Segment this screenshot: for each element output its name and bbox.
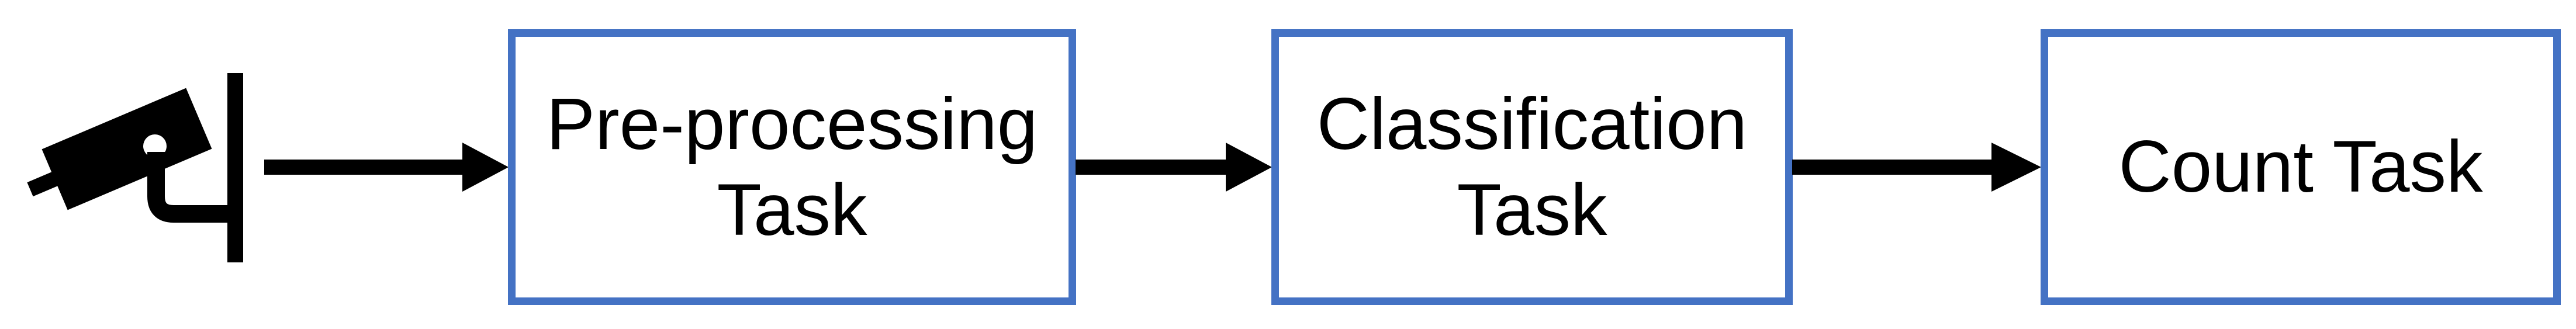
node-classification-task: Classification Task xyxy=(1271,29,1793,305)
node-label: Classification Task xyxy=(1316,83,1748,251)
arrow-shaft xyxy=(264,160,464,175)
arrow-preprocessing-to-classification xyxy=(1076,143,1272,192)
cctv-camera-icon xyxy=(27,73,243,262)
node-label: Count Task xyxy=(2118,126,2483,208)
camera-bracket xyxy=(147,152,235,223)
camera-pole xyxy=(227,73,243,262)
camera-front-dash xyxy=(27,168,67,197)
arrow-camera-to-preprocessing xyxy=(264,143,509,192)
arrow-shaft xyxy=(1792,160,1993,175)
node-label: Pre-processing Task xyxy=(546,83,1038,251)
camera-body xyxy=(42,88,212,210)
arrow-classification-to-count xyxy=(1792,143,2041,192)
arrow-head xyxy=(1991,143,2041,192)
camera-front-dot xyxy=(60,182,71,193)
node-preprocessing-task: Pre-processing Task xyxy=(508,29,1076,305)
arrow-head xyxy=(1226,143,1272,192)
node-count-task: Count Task xyxy=(2041,29,2561,305)
arrow-shaft xyxy=(1076,160,1227,175)
arrow-head xyxy=(462,143,509,192)
